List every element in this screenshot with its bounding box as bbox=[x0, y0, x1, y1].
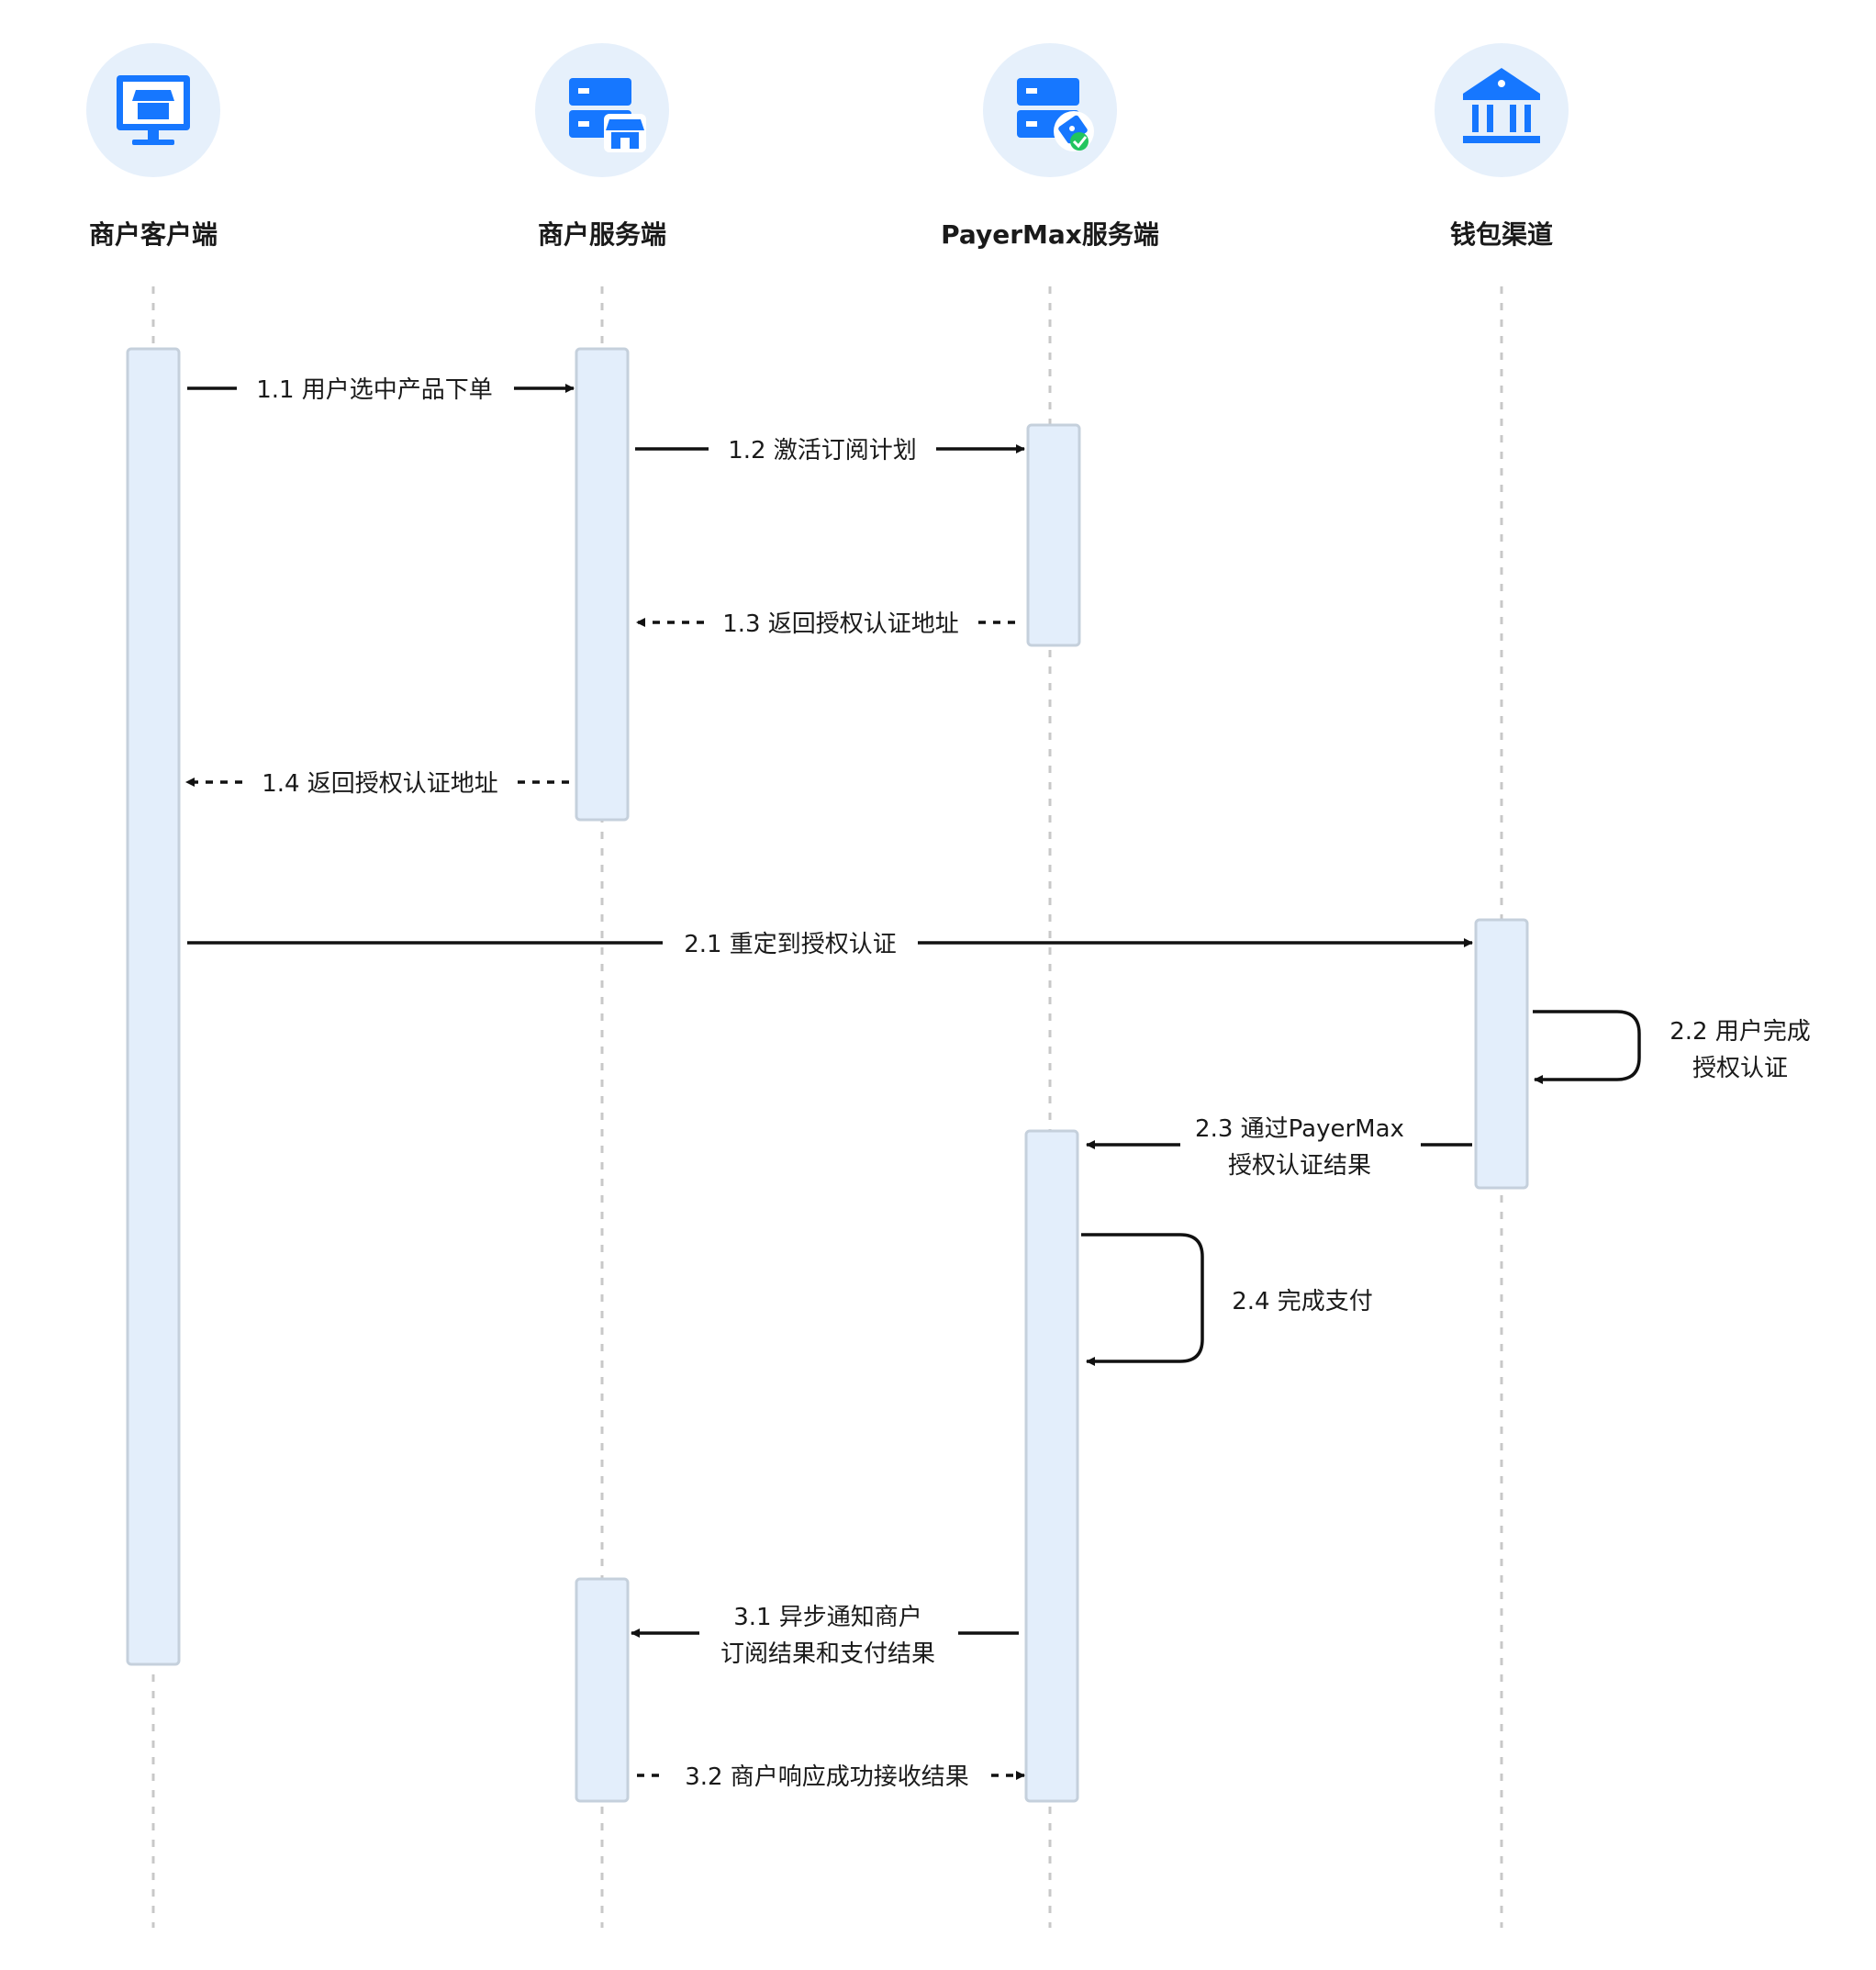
server-storefront-icon bbox=[569, 78, 646, 152]
actor-merchant-client: 商户客户端 bbox=[86, 43, 220, 250]
message-3-2-label: 3.2 商户响应成功接收结果 bbox=[685, 1763, 969, 1791]
bank-icon bbox=[1463, 68, 1540, 143]
activation-payermax-server-2 bbox=[1024, 1129, 1079, 1803]
actor-wallet-channel: 钱包渠道 bbox=[1435, 43, 1569, 250]
actor-name: 商户服务端 bbox=[538, 219, 666, 250]
message-2-2-label-line1: 2.2 用户完成 bbox=[1669, 1018, 1811, 1046]
actor-payermax-server: PayerMax服务端 bbox=[941, 43, 1159, 250]
server-payment-check-icon bbox=[1017, 78, 1094, 151]
actor-name: PayerMax服务端 bbox=[941, 219, 1159, 250]
activation-merchant-server-2 bbox=[575, 1577, 630, 1803]
activation-wallet-channel bbox=[1474, 918, 1529, 1190]
message-2-3-label-line1: 2.3 通过PayerMax bbox=[1195, 1115, 1404, 1143]
actor-merchant-server: 商户服务端 bbox=[535, 43, 669, 250]
message-arrows bbox=[185, 384, 1641, 1780]
message-labels: 1.1 用户选中产品下单 1.2 激活订阅计划 1.3 返回授权认证地址 1.4… bbox=[256, 376, 1811, 1791]
message-1-3-label: 1.3 返回授权认证地址 bbox=[722, 610, 959, 638]
lifelines bbox=[151, 286, 1503, 1928]
message-1-4-label: 1.4 返回授权认证地址 bbox=[262, 770, 498, 798]
message-2-3-label-line2: 授权认证结果 bbox=[1228, 1152, 1371, 1180]
arrow-2-2-loop bbox=[1533, 1010, 1641, 1084]
message-3-1-label-line1: 3.1 异步通知商户 bbox=[733, 1604, 922, 1631]
message-1-2-label: 1.2 激活订阅计划 bbox=[728, 437, 917, 465]
actor-name: 钱包渠道 bbox=[1450, 219, 1553, 250]
message-2-2-label-line2: 授权认证 bbox=[1692, 1055, 1788, 1082]
activation-payermax-server-1 bbox=[1026, 423, 1081, 647]
activation-merchant-server-1 bbox=[575, 347, 630, 822]
storefront-monitor-icon bbox=[117, 75, 190, 145]
actor-name: 商户客户端 bbox=[89, 219, 218, 250]
message-2-1-label: 2.1 重定到授权认证 bbox=[684, 931, 897, 958]
activation-bars bbox=[126, 347, 1529, 1803]
message-1-1-label: 1.1 用户选中产品下单 bbox=[256, 376, 493, 404]
activation-merchant-client bbox=[126, 347, 181, 1666]
message-3-1-label-line2: 订阅结果和支付结果 bbox=[720, 1640, 935, 1668]
arrow-2-4-loop bbox=[1081, 1233, 1204, 1366]
message-2-4-label: 2.4 完成支付 bbox=[1232, 1288, 1373, 1315]
actor-icon-circle bbox=[1435, 43, 1569, 177]
